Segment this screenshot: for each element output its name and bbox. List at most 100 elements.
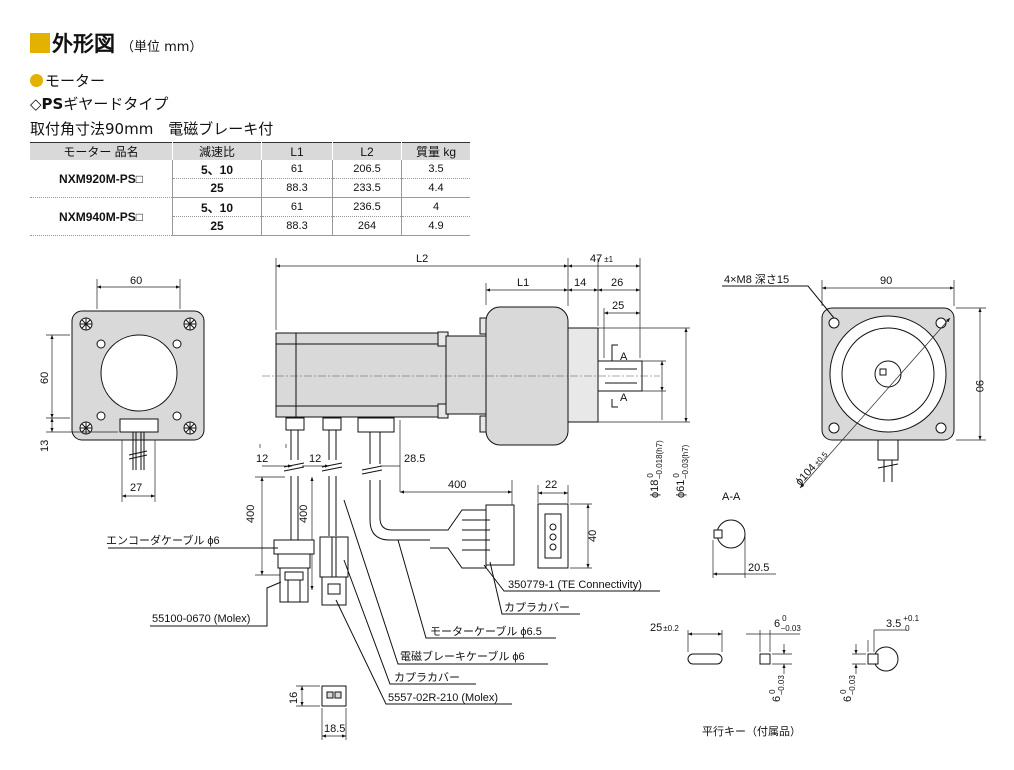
- mass-cell: 4: [401, 197, 470, 217]
- dim-phi61-text: ϕ610−0.03(h7): [672, 444, 690, 498]
- dim-20-5-text: 20.5: [748, 562, 769, 574]
- dim-60h-text: 60: [39, 372, 51, 384]
- l2-cell: 264: [332, 216, 402, 236]
- gearhead-neck: [445, 335, 487, 415]
- dim-400a-text: 400: [245, 505, 257, 523]
- mass-cell: 3.5: [401, 160, 470, 179]
- cables: [283, 430, 430, 541]
- label-motor-cable: モーターケーブル ϕ6.5: [430, 624, 542, 638]
- label-m8: 4×M8 深さ15: [724, 273, 789, 286]
- label-coupler1: カプラカバー: [504, 601, 570, 614]
- table-row: 25 88.3 233.5 4.4: [30, 178, 470, 198]
- dim-400c-text: 400: [448, 479, 466, 491]
- encoder-connector: [273, 539, 315, 603]
- l1-cell: 61: [261, 160, 333, 179]
- ratio-cell: 25: [172, 178, 262, 198]
- dim-28-5-text: 28.5: [404, 453, 425, 465]
- section-header: 外形図 （単位 mm）: [30, 28, 202, 58]
- category-heading: モーター: [30, 70, 105, 91]
- dim-l1-text: L1: [517, 277, 529, 289]
- table-row: 25 88.3 264 4.9: [30, 216, 470, 236]
- dim-400b-text: 400: [298, 505, 310, 523]
- mass-cell: 4.9: [401, 216, 470, 236]
- motor-connector: [430, 503, 569, 569]
- motor-front-view: [71, 310, 205, 470]
- flange-pilot: [567, 327, 599, 423]
- mass-cell: 4.4: [401, 178, 470, 198]
- model-name: NXM940M-PS□: [30, 197, 173, 236]
- brake-connector: [319, 536, 349, 606]
- dim-14-text: 14: [574, 277, 586, 289]
- type-bold: PS: [41, 95, 64, 113]
- section-aa-title: A-A: [722, 491, 741, 503]
- ratio-cell: 5、10: [172, 197, 262, 217]
- label-coupler2: カプラカバー: [394, 671, 460, 684]
- dim-47-text: 47±1: [590, 253, 614, 265]
- l1-cell: 88.3: [261, 216, 333, 236]
- dim-22-text: 22: [545, 479, 557, 491]
- motor-side-view: [275, 306, 643, 446]
- label-brake-cable: 電磁ブレーキケーブル ϕ6: [400, 649, 525, 663]
- ratio-cell: 25: [172, 216, 262, 236]
- dim-27-text: 27: [130, 482, 142, 494]
- label-encoder-cable: エンコーダケーブル ϕ6: [106, 533, 220, 547]
- dim-26-text: 26: [611, 277, 623, 289]
- dim-25-text: 25: [612, 300, 624, 312]
- unit-note: （単位 mm）: [121, 39, 203, 55]
- connector-box: [119, 418, 159, 433]
- dim-40-text: 40: [587, 530, 599, 542]
- dim-6c-text: 60−0.03: [839, 675, 857, 702]
- extension-line: [96, 279, 181, 309]
- col-header: 減速比: [172, 142, 262, 160]
- label-molex-6: 55100-0670 (Molex): [152, 613, 250, 625]
- section-a-bottom: A: [620, 392, 628, 404]
- page-title: 外形図: [52, 32, 115, 56]
- dim-16-text: 16: [288, 692, 300, 704]
- dim-phi18-text: ϕ180−0.018(h7): [646, 440, 664, 498]
- shaft-circle: [874, 360, 902, 388]
- col-header: 質量 kg: [401, 142, 470, 160]
- dim-18-5-text: 18.5: [324, 723, 345, 735]
- dim-l2-text: L2: [416, 253, 428, 265]
- l1-cell: 88.3: [261, 178, 333, 198]
- l1-cell: 61: [261, 197, 333, 217]
- dim-90w-text: 90: [880, 275, 892, 287]
- type-label: ギヤードタイプ: [63, 95, 169, 113]
- bullet-dot-icon: [30, 74, 43, 87]
- spec-table: モーター 品名 減速比 L1 L2 質量 kg NXM920M-PS□ 5、10…: [30, 142, 470, 236]
- l2-cell: 206.5: [332, 160, 402, 179]
- ratio-cell: 5、10: [172, 160, 262, 179]
- col-header: L1: [261, 142, 333, 160]
- dim-90h-text: 90: [973, 380, 985, 392]
- dim-60w-text: 60: [130, 275, 142, 287]
- accent-square-icon: [30, 33, 50, 53]
- gearhead: [485, 306, 569, 446]
- diamond-icon: ◇: [30, 95, 42, 113]
- model-name: NXM920M-PS□: [30, 160, 173, 198]
- category-label: モーター: [45, 72, 106, 90]
- section-a-top: A: [620, 351, 628, 363]
- dim-12a-text: 12: [256, 453, 268, 465]
- motor-body: [275, 332, 447, 418]
- dim-12b-text: 12: [309, 453, 321, 465]
- l2-cell: 236.5: [332, 197, 402, 217]
- type-heading: ◇PSギヤードタイプ: [30, 93, 168, 114]
- label-te: 350779-1 (TE Connectivity): [508, 579, 642, 591]
- motor-front-circle: [100, 334, 178, 412]
- gearhead-front-view: [821, 307, 955, 482]
- dim-13-text: 13: [39, 440, 51, 452]
- table-row: NXM940M-PS□ 5、10 61 236.5 4: [30, 197, 470, 236]
- l2-cell: 233.5: [332, 178, 402, 198]
- dim-6b-text: 60−0.03: [768, 675, 786, 702]
- dim-phi104-text: ϕ104±0.5: [793, 448, 830, 488]
- mount-heading: 取付角寸法90mm 電磁ブレーキ付: [30, 120, 274, 138]
- dim-25key-text: 25±0.2: [650, 622, 679, 634]
- table-row: NXM920M-PS□ 5、10 61 206.5 3.5: [30, 160, 470, 198]
- label-molex-2: 5557-02R-210 (Molex): [388, 692, 498, 704]
- col-header: L2: [332, 142, 402, 160]
- label-key: 平行キー（付属品）: [702, 725, 801, 738]
